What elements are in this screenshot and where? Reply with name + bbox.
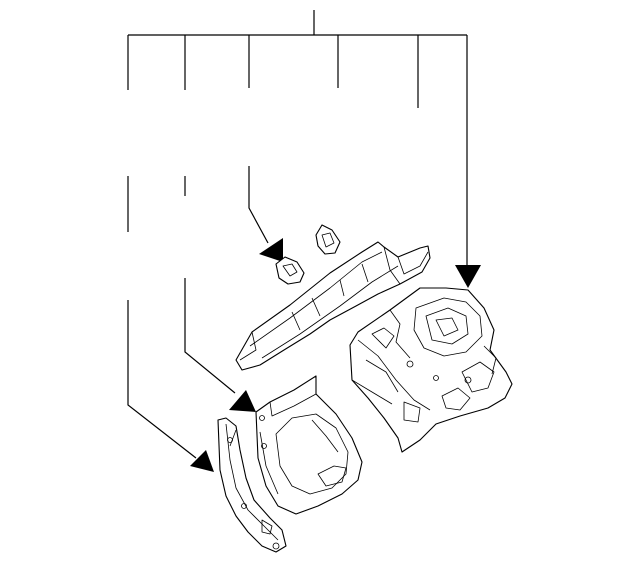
lower-reinforcement (217, 417, 287, 553)
wheelhouse-panel (255, 375, 363, 515)
callout-arrows (190, 238, 481, 472)
leader-to-bracket (248, 166, 269, 244)
leader-to-reinforcement (127, 300, 197, 459)
arrow-apron (455, 265, 481, 288)
upper-rail (235, 241, 431, 371)
apron-assembly (349, 287, 513, 453)
tiny-bracket (315, 224, 341, 255)
arrow-wheelhouse (229, 390, 256, 412)
leader-lines (127, 10, 468, 459)
arrow-bracket (259, 238, 283, 262)
arrow-reinforcement (190, 450, 214, 472)
small-bracket (275, 256, 305, 285)
leader-to-wheelhouse (184, 278, 236, 394)
